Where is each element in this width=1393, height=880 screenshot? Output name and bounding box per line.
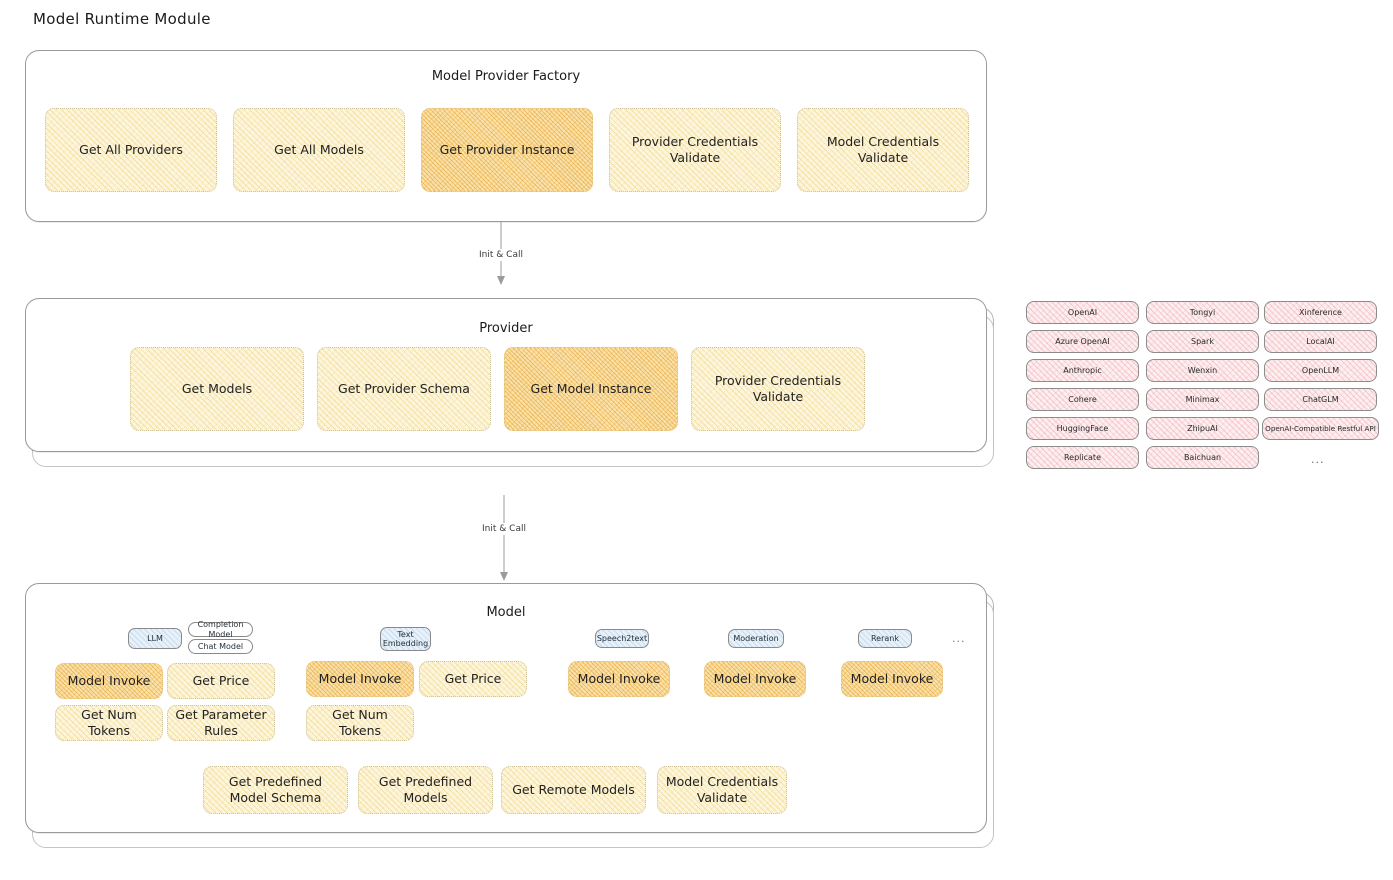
moderation-op-model-invoke[interactable]: Model Invoke: [704, 661, 806, 697]
provider-chip-cohere[interactable]: Cohere: [1026, 388, 1139, 411]
provider-chip-anthropic[interactable]: Anthropic: [1026, 359, 1139, 382]
provider-chip-wenxin[interactable]: Wenxin: [1146, 359, 1259, 382]
arrow-label: Init & Call: [478, 523, 530, 535]
arrow-head-icon: [497, 276, 505, 285]
provider-box-get-model-instance[interactable]: Get Model Instance: [504, 347, 678, 431]
model-type-tag-rerank[interactable]: Rerank: [858, 629, 912, 648]
provider-chip-tongyi[interactable]: Tongyi: [1146, 301, 1259, 324]
provider-box-get-provider-schema[interactable]: Get Provider Schema: [317, 347, 491, 431]
embedding-op-get-price[interactable]: Get Price: [419, 661, 527, 697]
provider-chip-openai-compatible-restful-api[interactable]: OpenAI-Compatible Restful API: [1262, 417, 1379, 440]
factory-box-get-provider-instance[interactable]: Get Provider Instance: [421, 108, 593, 192]
model-type-tag-speech2text[interactable]: Speech2text: [595, 629, 649, 648]
provider-chip-chatglm[interactable]: ChatGLM: [1264, 388, 1377, 411]
rerank-op-model-invoke[interactable]: Model Invoke: [841, 661, 943, 697]
provider-chip-spark[interactable]: Spark: [1146, 330, 1259, 353]
factory-box-get-all-models[interactable]: Get All Models: [233, 108, 405, 192]
provider-chip-azure-openai[interactable]: Azure OpenAI: [1026, 330, 1139, 353]
llm-op-get-price[interactable]: Get Price: [167, 663, 275, 699]
arrow-head-icon: [500, 572, 508, 581]
arrow-stem: [503, 495, 505, 580]
model-subtag-completion-model[interactable]: Completion Model: [188, 620, 253, 639]
provider-chip-replicate[interactable]: Replicate: [1026, 446, 1139, 469]
arrow-factory-to-provider: Init & Call: [473, 222, 529, 285]
arrow-provider-to-model: Init & Call: [476, 495, 532, 581]
llm-op-model-invoke[interactable]: Model Invoke: [55, 663, 163, 699]
embedding-op-model-invoke[interactable]: Model Invoke: [306, 661, 414, 697]
factory-title: Model Provider Factory: [431, 69, 581, 84]
provider-chip-xinference[interactable]: Xinference: [1264, 301, 1377, 324]
model-op-get-remote-models[interactable]: Get Remote Models: [501, 766, 646, 814]
page-title: Model Runtime Module: [33, 10, 211, 28]
provider-title: Provider: [479, 321, 533, 336]
embedding-op-get-num-tokens[interactable]: Get Num Tokens: [306, 705, 414, 741]
model-type-tag-text-embedding[interactable]: Text Embedding: [380, 627, 431, 651]
provider-list-ellipsis: ...: [1311, 453, 1325, 466]
model-title: Model: [486, 605, 526, 620]
factory-box-get-all-providers[interactable]: Get All Providers: [45, 108, 217, 192]
speech2text-op-model-invoke[interactable]: Model Invoke: [568, 661, 670, 697]
model-type-tag-moderation[interactable]: Moderation: [728, 629, 784, 648]
provider-box-provider-credentials-validate[interactable]: Provider Credentials Validate: [691, 347, 865, 431]
provider-chip-localai[interactable]: LocalAI: [1264, 330, 1377, 353]
factory-box-provider-credentials-validate[interactable]: Provider Credentials Validate: [609, 108, 781, 192]
model-type-tag-llm[interactable]: LLM: [128, 628, 182, 649]
model-subtag-chat-model[interactable]: Chat Model: [188, 639, 253, 654]
provider-box-get-models[interactable]: Get Models: [130, 347, 304, 431]
provider-chip-zhipuai[interactable]: ZhipuAI: [1146, 417, 1259, 440]
provider-chip-baichuan[interactable]: Baichuan: [1146, 446, 1259, 469]
factory-box-model-credentials-validate[interactable]: Model Credentials Validate: [797, 108, 969, 192]
model-op-get-predefined-model-schema[interactable]: Get Predefined Model Schema: [203, 766, 348, 814]
model-op-model-credentials-validate[interactable]: Model Credentials Validate: [657, 766, 787, 814]
provider-chip-minimax[interactable]: Minimax: [1146, 388, 1259, 411]
arrow-label: Init & Call: [475, 249, 527, 261]
llm-op-get-num-tokens[interactable]: Get Num Tokens: [55, 705, 163, 741]
model-op-get-predefined-models[interactable]: Get Predefined Models: [358, 766, 493, 814]
provider-chip-openllm[interactable]: OpenLLM: [1264, 359, 1377, 382]
llm-op-get-parameter-rules[interactable]: Get Parameter Rules: [167, 705, 275, 741]
model-types-ellipsis: ...: [952, 632, 966, 645]
provider-chip-huggingface[interactable]: HuggingFace: [1026, 417, 1139, 440]
provider-chip-openai[interactable]: OpenAI: [1026, 301, 1139, 324]
